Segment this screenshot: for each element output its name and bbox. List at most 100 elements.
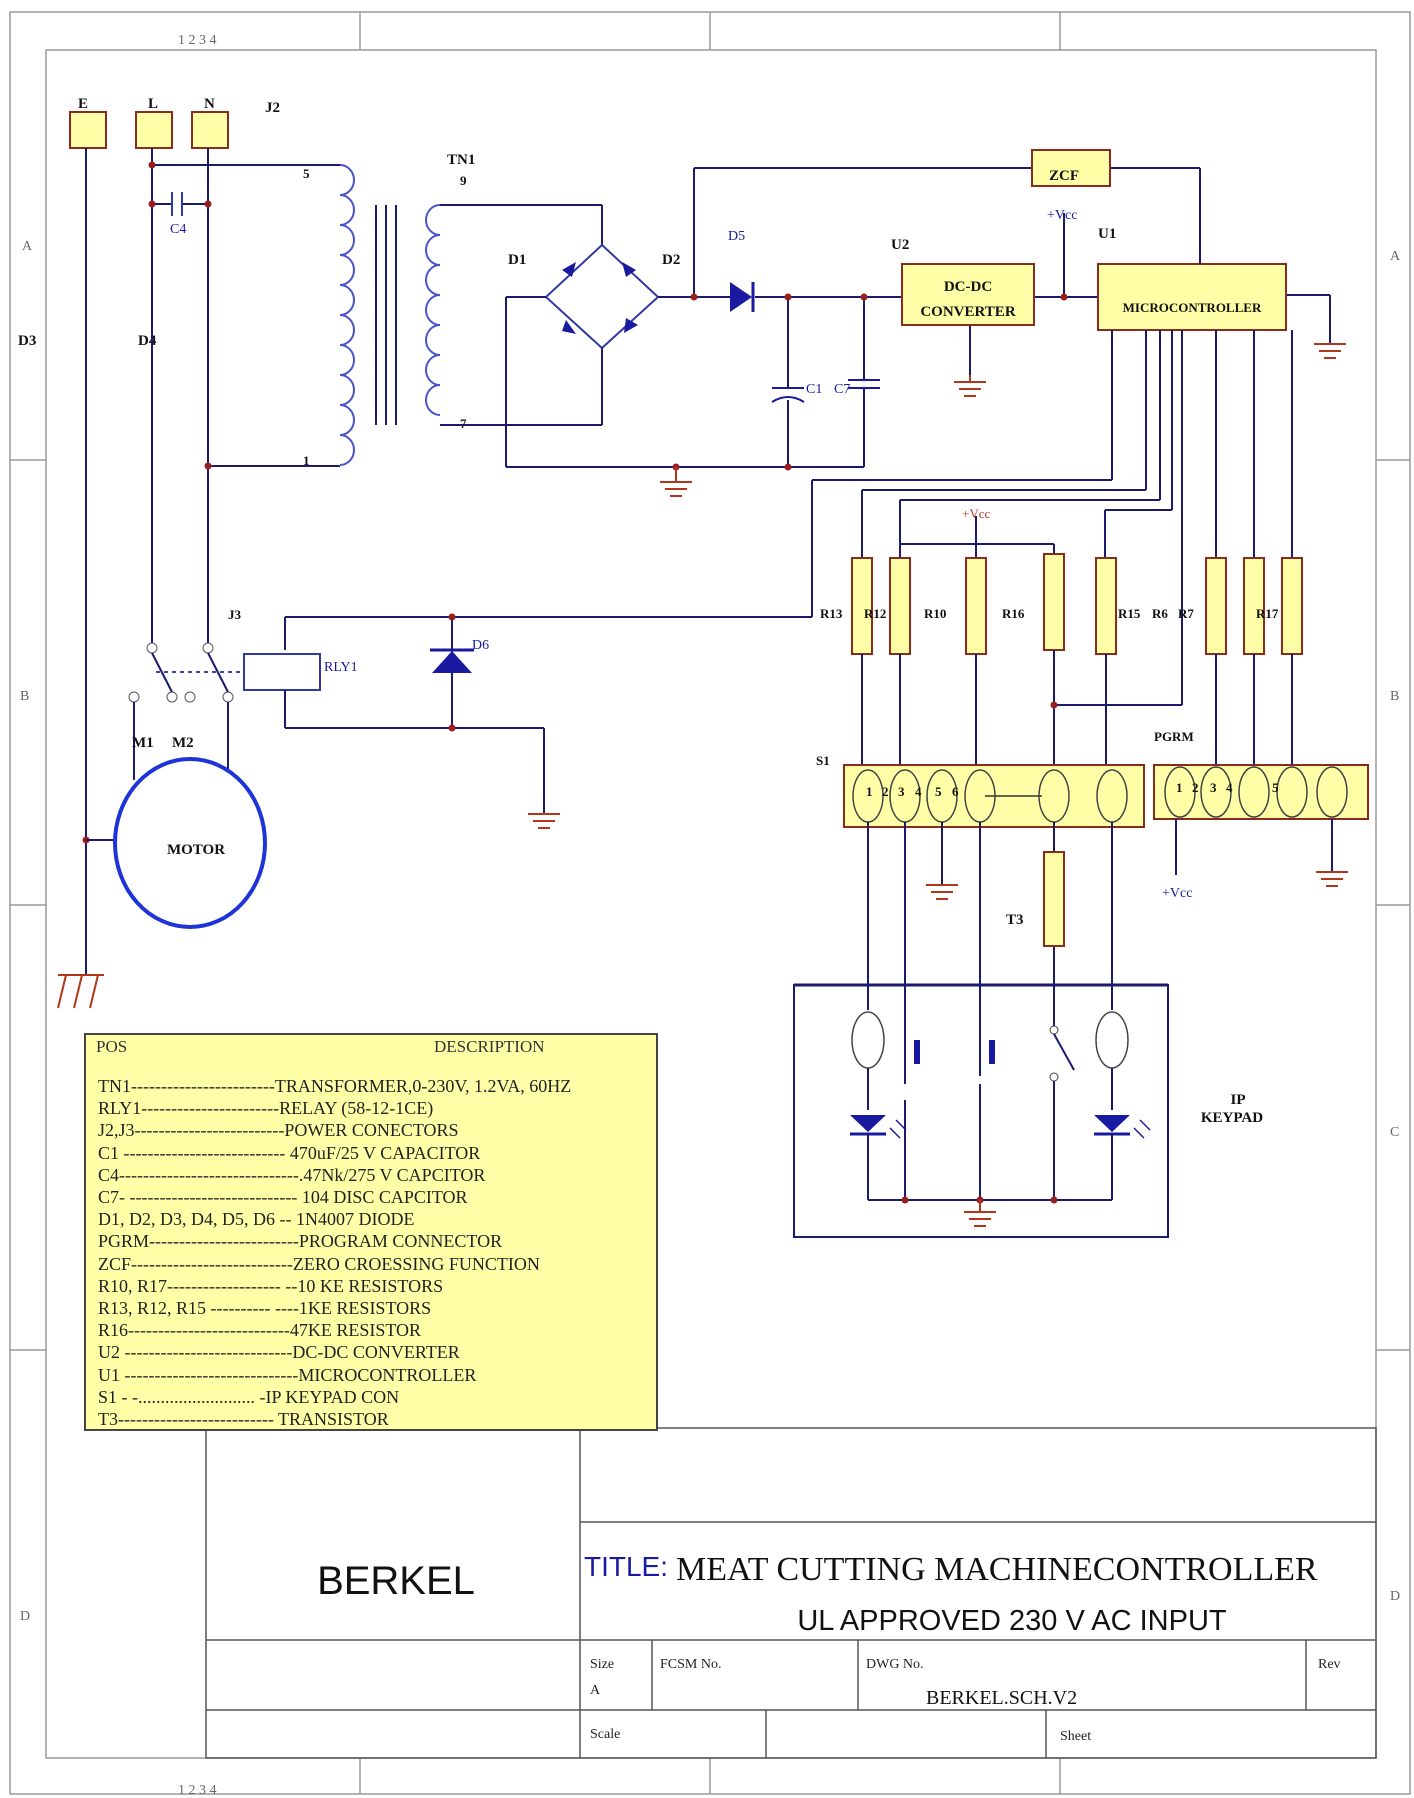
zcf-text: ZCF: [1049, 168, 1079, 184]
r16-label: R16: [1002, 606, 1025, 621]
keypad-label-line2: KEYPAD: [1201, 1110, 1263, 1126]
zone-letter-d-right: D: [1390, 1589, 1400, 1604]
connector-pgrm: 1 2 3 4 5 PGRM: [1153, 729, 1369, 820]
parts-legend: POS DESCRIPTION TN1---------------------…: [84, 1033, 658, 1431]
d3-label: D3: [18, 333, 36, 349]
u2-text-line1: DC-DC: [944, 279, 992, 295]
legend-row: C7- ---------------------------- 104 DIS…: [98, 1187, 468, 1208]
resistor-outputs: [861, 650, 1293, 765]
s1-pin-1: 1: [866, 784, 873, 799]
dwg-label: DWG No.: [866, 1657, 924, 1672]
t3-label: T3: [1006, 912, 1024, 928]
r15-label: R15: [1118, 606, 1141, 621]
size-value: A: [590, 1683, 601, 1698]
tn1-pin-7: 7: [460, 416, 467, 431]
pgrm-pin-3: 3: [1210, 780, 1217, 795]
relay-rly1: J3 RLY1: [128, 607, 544, 729]
resistor-bus: [900, 516, 1055, 558]
zone-letter-a-left: A: [22, 239, 33, 254]
legend-rows: TN1------------------------TRANSFORMER,0…: [98, 1075, 652, 1430]
legend-header-description: DESCRIPTION: [434, 1037, 545, 1056]
r6-label: R6: [1152, 606, 1168, 621]
c4-label: C4: [170, 222, 186, 237]
u1-text: MICROCONTROLLER: [1123, 300, 1262, 315]
title-block: [205, 1427, 1377, 1759]
r13-label: R13: [820, 606, 843, 621]
d4-label: D4: [138, 333, 157, 349]
legend-row: J2,J3-------------------------POWER CONE…: [98, 1120, 459, 1141]
legend-row: S1 - -.......................... -IP KEY…: [98, 1386, 400, 1407]
s1-pin-2: 2: [882, 784, 889, 799]
drawing-title: MEAT CUTTING MACHINECONTROLLER: [676, 1551, 1318, 1588]
legend-row: R16---------------------------47KE RESIS…: [98, 1320, 422, 1341]
transistor-t3: T3: [1006, 851, 1065, 947]
ground-rectifier: [660, 467, 692, 497]
j2-label: J2: [265, 100, 280, 116]
u1-ref: U1: [1098, 226, 1116, 242]
transformer-tn1: TN1 5 1 9 7: [303, 152, 475, 468]
ground-mcu: [1286, 294, 1346, 359]
r10-label: R10: [924, 606, 946, 621]
dwg-value: BERKEL.SCH.V2: [926, 1687, 1077, 1709]
c1-label: C1: [806, 382, 822, 397]
motor: MOTOR M1 M2: [86, 702, 267, 929]
diode-d5: D5: [728, 229, 755, 312]
size-label: Size: [590, 1657, 614, 1672]
pgrm-pin-2: 2: [1192, 780, 1199, 795]
pgrm-wiring: [1175, 819, 1333, 875]
d2-label: D2: [662, 252, 680, 268]
r7-label: R7: [1178, 606, 1194, 621]
tn1-pin-5: 5: [303, 166, 310, 181]
r12-label: R12: [864, 606, 886, 621]
connector-s1: 1 2 3 4 5 6 S1: [816, 753, 1145, 828]
legend-row: PGRM-------------------------PROGRAM CON…: [98, 1231, 503, 1252]
zcf-block: ZCF: [1031, 149, 1111, 187]
r17-label: R17: [1256, 606, 1279, 621]
legend-row: C1 --------------------------- 470uF/25 …: [98, 1142, 481, 1163]
zone-numbers-bottom: 1 2 3 4: [178, 1783, 217, 1798]
s1-pin-4: 4: [915, 784, 922, 799]
u2-text-line2: CONVERTER: [920, 304, 1015, 320]
c7-label: C7: [834, 382, 850, 397]
mcu-signal-lines: [284, 330, 1293, 706]
zone-letter-d-left: D: [20, 1609, 30, 1624]
tn1-label: TN1: [447, 152, 475, 168]
scale-label: Scale: [590, 1727, 620, 1742]
company-name: BERKEL: [317, 1559, 475, 1603]
legend-row: R13, R12, R15 ---------- ----1KE RESISTO…: [98, 1298, 432, 1319]
d6-label: D6: [472, 638, 489, 653]
legend-row: ZCF---------------------------ZERO CROES…: [98, 1253, 540, 1274]
legend-row: RLY1-----------------------RELAY (58-12-…: [98, 1098, 434, 1119]
sheet-label: Sheet: [1060, 1729, 1091, 1744]
vcc-label-mcu: +Vcc: [1047, 208, 1077, 223]
s1-keypad-wiring: [867, 822, 1113, 1026]
connector-j2: E L N J2: [69, 96, 280, 149]
earth-symbol: [57, 974, 104, 1009]
capacitor-c7: C7: [834, 379, 880, 397]
s1-pin-5: 5: [935, 784, 942, 799]
capacitor-c1: C1: [771, 382, 822, 403]
drawing-subtitle: UL APPROVED 230 V AC INPUT: [797, 1605, 1227, 1637]
tn1-pin-9: 9: [460, 173, 467, 188]
pgrm-pin-5: 5: [1272, 780, 1279, 795]
zone-letter-c-right: C: [1390, 1125, 1399, 1140]
ground-s1: [926, 884, 958, 900]
j3-label: J3: [228, 607, 242, 622]
ground-pgrm: [1316, 871, 1348, 887]
j2-pin-l: L: [148, 96, 158, 112]
zone-letter-a-right: A: [1390, 249, 1401, 264]
legend-header-pos: POS: [96, 1037, 128, 1056]
zone-letter-b-right: B: [1390, 689, 1399, 704]
capacitor-c4: C4: [170, 192, 186, 237]
vcc-label-resistors: +Vcc: [962, 506, 990, 521]
d1-label: D1: [508, 252, 526, 268]
pgrm-pin-1: 1: [1176, 780, 1183, 795]
tn1-pin-1: 1: [303, 453, 310, 468]
s1-ref: S1: [816, 753, 830, 768]
pgrm-pin-4: 4: [1226, 780, 1233, 795]
rev-label: Rev: [1318, 1657, 1341, 1672]
motor-label: MOTOR: [167, 842, 225, 858]
title-prefix: TITLE:: [584, 1551, 668, 1582]
legend-row: C4------------------------------.47Nk/27…: [98, 1164, 486, 1185]
